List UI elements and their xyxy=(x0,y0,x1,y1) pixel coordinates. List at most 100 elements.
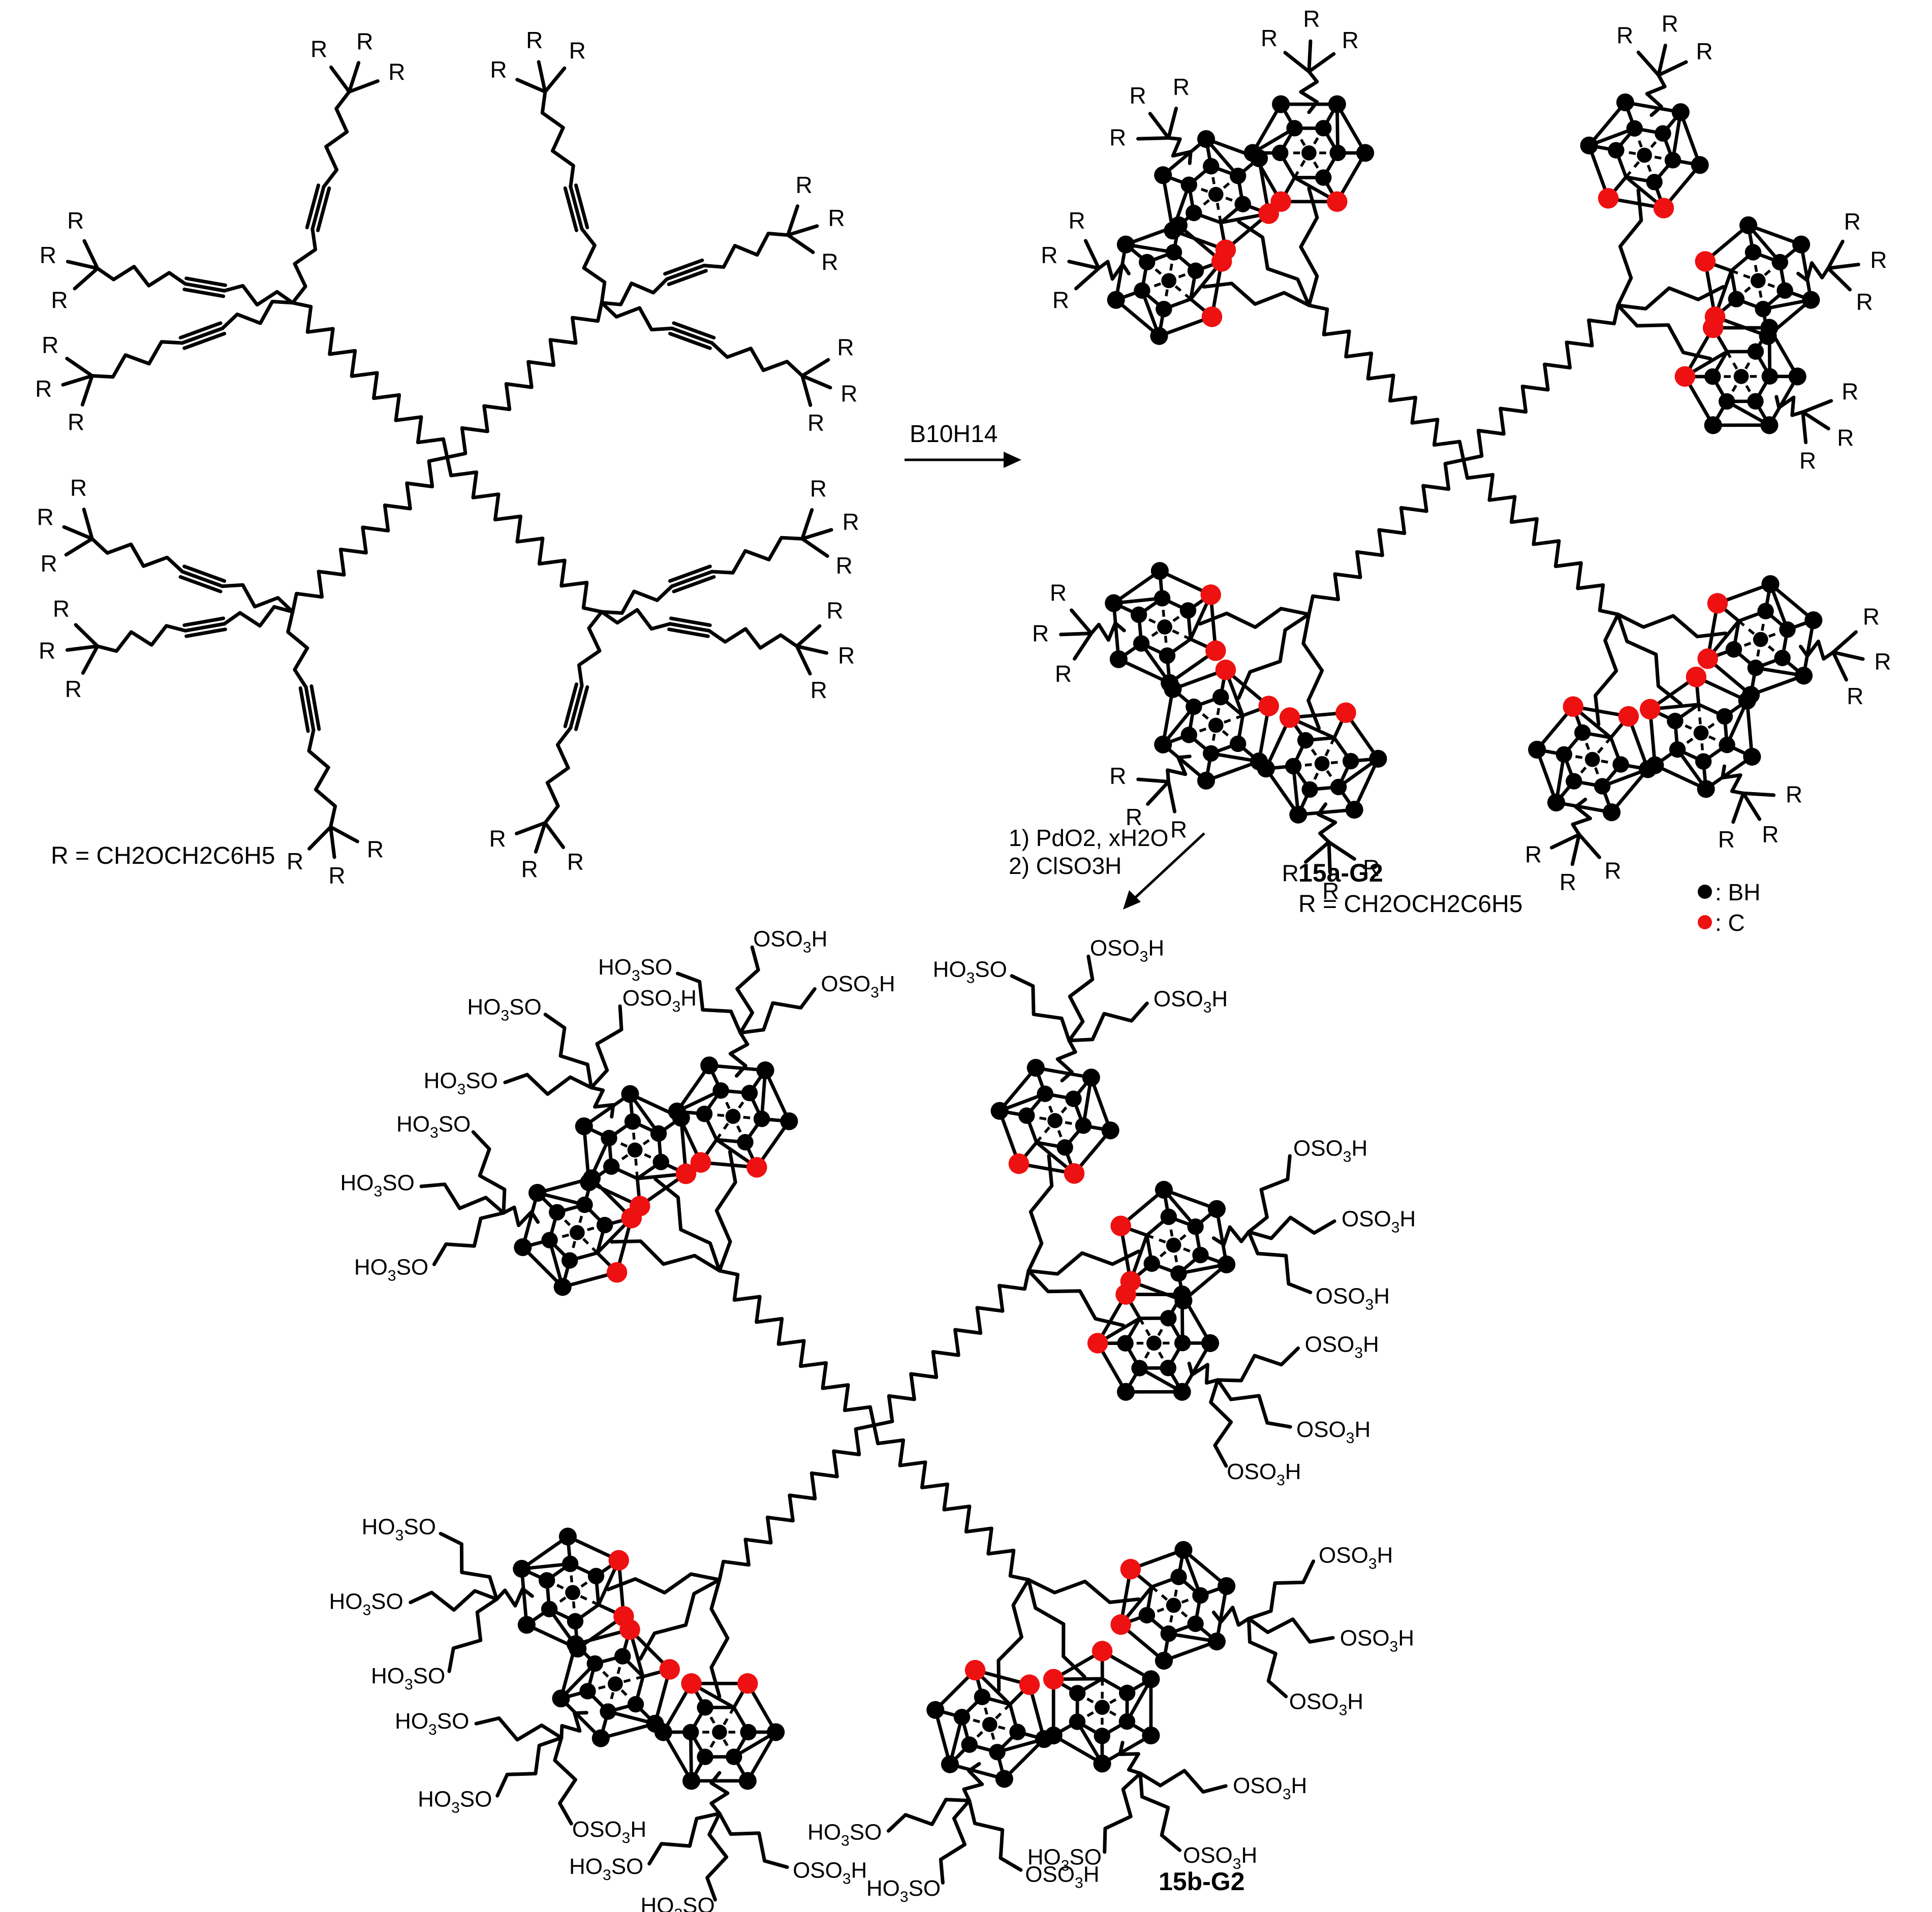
branch-bond xyxy=(1801,399,1833,414)
alkyl-chain xyxy=(1211,1606,1251,1627)
substituent-r-label: R xyxy=(356,28,373,55)
substituent-r-label: R xyxy=(1799,448,1816,474)
terminal-quaternary-group: RRR xyxy=(800,476,859,579)
alkyl-chain xyxy=(1211,1225,1251,1246)
legend-bh-dot xyxy=(1698,885,1712,899)
branch-bond xyxy=(1327,840,1356,861)
alkyl-chain xyxy=(1616,285,1725,311)
terminal-quaternary-group: RRR xyxy=(795,598,855,703)
branch-bond xyxy=(80,374,94,407)
branch-bond xyxy=(82,508,94,541)
legend-c-dot xyxy=(1698,915,1712,929)
alkyl-chain xyxy=(710,341,804,378)
alkyl-chain xyxy=(609,1239,722,1273)
sulfate-acid-label: OSO3H xyxy=(1233,1773,1307,1803)
branch-bond xyxy=(1307,52,1336,74)
substituent-r-label: R xyxy=(1342,27,1359,53)
alkyl-chain xyxy=(606,1572,722,1595)
branch-bond xyxy=(1148,112,1171,140)
substituent-r-label: R xyxy=(39,637,55,664)
propyl-linker xyxy=(474,1716,564,1742)
branch-bond xyxy=(1083,239,1101,270)
propyl-linker xyxy=(447,1597,499,1673)
carborane-cage xyxy=(505,1155,651,1311)
branch-bond xyxy=(1636,50,1661,77)
substituent-r-label: R xyxy=(1696,38,1713,65)
alkyl-chain xyxy=(502,1205,540,1228)
alkyl-chain xyxy=(96,265,188,288)
alkyl-chain xyxy=(1616,612,1682,706)
alkyl-chain xyxy=(1055,1039,1077,1083)
substituent-r-label: R xyxy=(1109,763,1126,789)
substituent-r-label: R xyxy=(836,552,853,579)
branch-bond xyxy=(1657,60,1688,77)
branch-bond xyxy=(62,525,94,541)
alkyl-chain xyxy=(1571,797,1592,836)
branch-bond xyxy=(73,266,100,291)
substituent-r-label: R xyxy=(388,59,405,85)
branch-bond xyxy=(537,60,547,94)
alkyl-chain xyxy=(1796,261,1830,283)
sulfate-ester-label: HO3SO xyxy=(329,1589,403,1619)
substituent-r-label: R xyxy=(1837,424,1854,451)
substituent-r-label: R xyxy=(1303,6,1320,32)
alkyne-triple-bond xyxy=(667,616,712,638)
sulfate-acid-label: OSO3H xyxy=(1305,1332,1379,1362)
product-b-label: 15b-G2 xyxy=(1159,1867,1245,1896)
substituent-r-label: R xyxy=(843,509,859,535)
branch-bond xyxy=(1801,410,1808,445)
substituent-r-label: R xyxy=(367,836,384,862)
substituent-r-label: R xyxy=(1786,781,1802,807)
sulfate-acid-label: OSO3H xyxy=(1293,1136,1367,1166)
propyl-linker xyxy=(1247,1617,1335,1644)
branch-bond xyxy=(1577,832,1601,859)
sulfate-ester-label: HO3SO xyxy=(395,1709,469,1739)
branch-bond xyxy=(1074,266,1101,291)
substituent-r-label: R xyxy=(40,242,56,268)
propyl-linker xyxy=(1010,974,1071,1043)
substituent-r-label: R xyxy=(1856,289,1873,315)
substituent-r-label: R xyxy=(1525,841,1542,868)
alkyl-chain xyxy=(577,610,604,687)
propyl-linker xyxy=(589,1004,624,1089)
branch-bond xyxy=(1167,779,1177,813)
core-chain xyxy=(872,1269,1031,1427)
substituent-r-label: R xyxy=(35,375,52,402)
branch-bond xyxy=(1283,51,1311,74)
alkyl-chain xyxy=(996,1578,1031,1692)
branch-bond xyxy=(65,644,100,652)
carborane-cage xyxy=(1016,1624,1188,1790)
carborane-cage xyxy=(1658,291,1824,462)
substituent-r-label: R xyxy=(490,56,507,83)
branch-bond xyxy=(1826,266,1852,292)
branch-bond xyxy=(800,374,813,407)
alkyl-chain xyxy=(709,1578,730,1699)
propyl-linker xyxy=(676,971,742,1035)
alkyl-chain xyxy=(1118,1741,1142,1775)
substituent-r-label: R xyxy=(826,598,843,624)
carborane-cage xyxy=(981,1053,1129,1190)
branch-bond xyxy=(1067,260,1101,270)
alkyne-triple-bond xyxy=(668,321,716,350)
legend: : BH : C xyxy=(1698,879,1760,936)
alkyl-chain xyxy=(1316,802,1337,844)
reaction-arrow-step2 xyxy=(1123,832,1205,910)
substituent-r-label: R xyxy=(1560,869,1576,895)
alkyne-triple-bond xyxy=(178,565,227,593)
sulfate-ester-label: HO3SO xyxy=(640,1893,714,1912)
sulfate-ester-label: HO3SO xyxy=(362,1514,436,1544)
core-chain xyxy=(1461,303,1620,462)
terminal-quaternary-group: RRR xyxy=(1718,781,1802,852)
alkyl-chain xyxy=(710,536,804,575)
carborane-cage xyxy=(1691,565,1829,713)
core-chain xyxy=(718,1269,876,1427)
alkyl-chain xyxy=(1299,186,1319,307)
legend-bh-label: : BH xyxy=(1715,879,1760,905)
branch-bond xyxy=(534,821,547,854)
